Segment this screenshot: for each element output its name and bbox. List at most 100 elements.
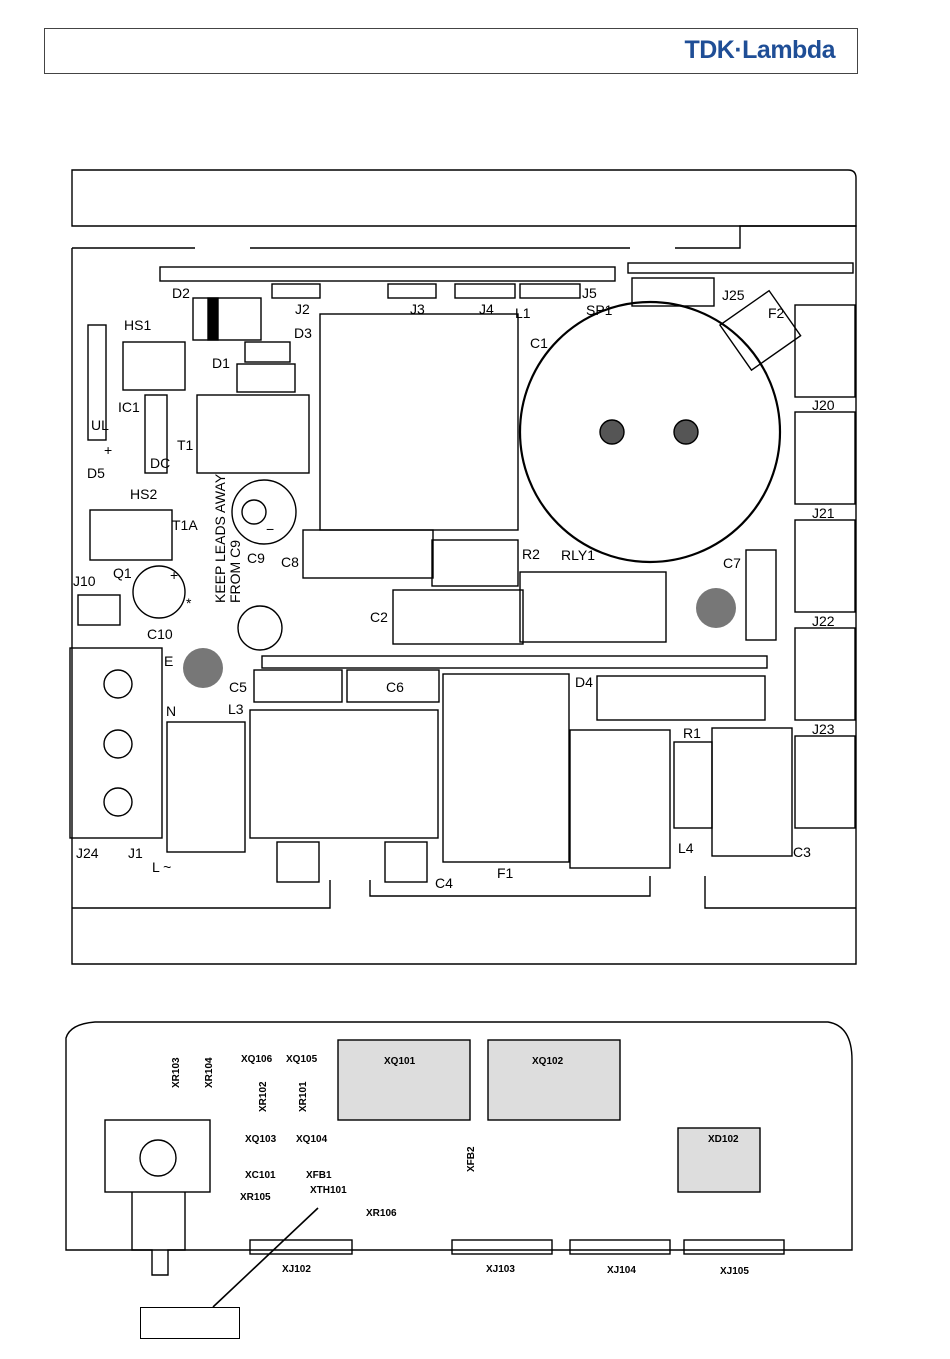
- bottom-label-xr105: XR105: [240, 1192, 271, 1203]
- j10: [77, 594, 121, 626]
- warning-line-1: FROM C9: [227, 540, 243, 603]
- top-label-q1: Q1: [113, 565, 132, 581]
- c6: [346, 669, 440, 703]
- top-label-d4: D4: [575, 674, 593, 690]
- top-label-j22: J22: [812, 613, 835, 629]
- brand-logo: TDK·Lambda: [684, 36, 835, 64]
- j21: [794, 411, 856, 505]
- top-label-l: L ~: [152, 859, 171, 875]
- top-label-c1: C1: [530, 335, 548, 351]
- top-mark-2: +: [104, 442, 112, 458]
- l2: [442, 673, 570, 863]
- j1: [69, 647, 163, 839]
- top-label-j23: J23: [812, 721, 835, 737]
- xj103: [451, 1239, 553, 1255]
- bottom-label-xr104: XR104: [204, 1057, 215, 1088]
- j22: [794, 519, 856, 613]
- top-label-c3: C3: [793, 844, 811, 860]
- top-label-c10: C10: [147, 626, 173, 642]
- warning-line-0: KEEP LEADS AWAY: [212, 473, 228, 603]
- c8: [302, 529, 434, 579]
- xq101: [337, 1039, 471, 1121]
- top-label-l4: L4: [678, 840, 694, 856]
- top-label-t1a: T1A: [172, 517, 198, 533]
- j25: [631, 277, 715, 307]
- top-label-e: E: [164, 653, 173, 669]
- top-label-d2: D2: [172, 285, 190, 301]
- bottom-label-xc101: XC101: [245, 1170, 276, 1181]
- bottom-label-xq101: XQ101: [384, 1056, 416, 1067]
- d4: [596, 675, 766, 721]
- header-box: TDK·Lambda: [44, 28, 858, 74]
- c10: [132, 565, 186, 619]
- top-label-j25: J25: [722, 287, 745, 303]
- top-label-hs1: HS1: [124, 317, 151, 333]
- top-label-j10: J10: [73, 573, 96, 589]
- bottom-label-xr103: XR103: [171, 1057, 182, 1088]
- c4: [166, 721, 246, 853]
- c1-capacitor: [518, 300, 782, 564]
- c9: [231, 479, 297, 545]
- top-label-n: N: [166, 703, 176, 719]
- top-mark-1: DC: [150, 455, 170, 471]
- top-label-c2: C2: [370, 609, 388, 625]
- xj104: [569, 1239, 671, 1255]
- bottom-label-xr101: XR101: [298, 1081, 309, 1112]
- hs2: [89, 509, 173, 561]
- top-mark-5: *: [186, 595, 192, 611]
- t1: [196, 394, 310, 474]
- r2: [431, 539, 519, 587]
- callout-box: [140, 1307, 240, 1339]
- d2: [192, 297, 262, 341]
- bottom-label-xj104: XJ104: [607, 1265, 636, 1276]
- ic1: [144, 394, 168, 474]
- bottom-label-xj102: XJ102: [282, 1264, 311, 1275]
- mid-strip: [261, 655, 768, 669]
- top-label-c9: C9: [247, 550, 265, 566]
- top-board: [69, 169, 857, 965]
- top-label-r2: R2: [522, 546, 540, 562]
- bottom-label-xr102: XR102: [258, 1081, 269, 1112]
- top-label-ic1: IC1: [118, 399, 140, 415]
- top-label-l3: L3: [228, 701, 244, 717]
- top-label-d5: D5: [87, 465, 105, 481]
- top-label-j3: J3: [410, 301, 425, 317]
- top-mark-3: −: [266, 521, 274, 537]
- j3: [387, 283, 437, 299]
- tab: [104, 1119, 211, 1193]
- callout-arrow: [212, 1207, 319, 1308]
- bottom-board: [65, 1021, 853, 1308]
- bottom-label-xq102: XQ102: [532, 1056, 564, 1067]
- r1: [673, 741, 713, 829]
- top-label-c5: C5: [229, 679, 247, 695]
- xj102: [249, 1239, 353, 1255]
- j5: [519, 283, 581, 299]
- header-strip: [159, 266, 616, 282]
- bottom-label-xr106: XR106: [366, 1208, 397, 1219]
- c5: [253, 669, 343, 703]
- bottom-label-xfb1: XFB1: [306, 1170, 332, 1181]
- f1-b: [384, 841, 428, 883]
- ground-symbol: [237, 605, 283, 651]
- d3: [244, 341, 291, 363]
- bottom-label-xq105: XQ105: [286, 1054, 318, 1065]
- j20: [794, 304, 856, 398]
- bottom-label-xd102: XD102: [708, 1134, 739, 1145]
- top-label-f2: F2: [768, 305, 785, 321]
- top-label-j24: J24: [76, 845, 99, 861]
- bottom-label-xq106: XQ106: [241, 1054, 273, 1065]
- bottom-outline: [65, 1021, 853, 1251]
- j24: [794, 735, 856, 829]
- bottom-label-xq104: XQ104: [296, 1134, 328, 1145]
- j23: [794, 627, 856, 721]
- xq102: [487, 1039, 621, 1121]
- bottom-label-xq103: XQ103: [245, 1134, 277, 1145]
- l3: [249, 709, 439, 839]
- top-label-c6: C6: [386, 679, 404, 695]
- header-strip-2: [627, 262, 854, 274]
- top-label-r1: R1: [683, 725, 701, 741]
- top-label-j20: J20: [812, 397, 835, 413]
